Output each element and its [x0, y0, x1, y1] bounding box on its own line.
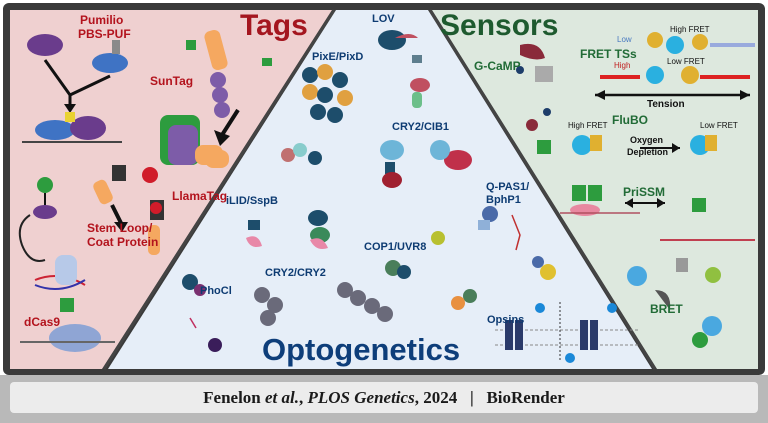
label-coat-protein: Coat Protein [87, 235, 159, 249]
optogenetics-panel [108, 10, 652, 369]
llamatag-illustration [93, 165, 164, 255]
citation-separator: | [469, 388, 474, 407]
stemloop-illustration [18, 177, 86, 290]
label-fret-tss: FRET TSs [580, 47, 637, 61]
flubo-illustration [572, 135, 717, 155]
label-pbs-puf: PBS-PUF [78, 27, 131, 41]
fret-tss-illustration [595, 32, 755, 100]
cry2-cry2-illustration [254, 282, 393, 326]
bret-illustration [627, 258, 722, 348]
label-q-pas1: Q-PAS1/ [486, 181, 530, 193]
cry2-cib1-illustration [380, 140, 472, 188]
lov-illustration [378, 30, 430, 108]
citation-text: Fenelon et al., PLOS Genetics, 2024 | Bi… [203, 388, 565, 407]
label-low-fret-2: Low FRET [700, 121, 738, 130]
label-ilid-sspb: iLID/SspB [226, 195, 278, 207]
label-high: High [614, 61, 631, 70]
phocl-illustration [182, 274, 222, 352]
tags-title: Tags [240, 9, 308, 42]
dcas9-illustration [20, 298, 115, 352]
cop1-uvr8-illustration [385, 231, 477, 310]
label-prissm: PriSSM [623, 185, 666, 199]
label-pixe-pixd: PixE/PixD [312, 51, 364, 63]
label-gcamp: G-CaMP [474, 59, 521, 73]
label-cop1-uvr8: COP1/UVR8 [364, 241, 427, 253]
label-low-fret-1: Low FRET [667, 57, 705, 66]
label-tension: Tension [647, 99, 685, 110]
label-pumilio: Pumilio [80, 13, 124, 27]
pixe-pixd-illustration [281, 64, 353, 165]
label-phocl: PhoCl [200, 285, 232, 297]
prissm-illustration [560, 185, 755, 241]
label-cry2-cib1: CRY2/CIB1 [392, 121, 450, 133]
label-oxygen: Oxygen [630, 135, 664, 145]
q-pas1-illustration [478, 206, 556, 280]
label-lov: LOV [372, 13, 395, 25]
label-stem-loop: Stem Loop/ [87, 221, 153, 235]
ilid-sspb-illustration [246, 210, 330, 249]
label-dcas9: dCas9 [24, 315, 61, 329]
suntag-illustration [160, 29, 272, 168]
label-high-fret-2: High FRET [568, 121, 608, 130]
label-llamatag: LlamaTag [172, 189, 228, 203]
label-opsins: Opsins [487, 314, 525, 326]
citation-credit: BioRender [486, 388, 565, 407]
citation-year: , 2024 [414, 388, 458, 407]
label-suntag: SunTag [150, 74, 194, 88]
citation-journal: PLOS Genetics [307, 388, 415, 407]
pumilio-illustration [22, 34, 128, 143]
citation-etal: et al. [265, 388, 300, 407]
label-bret: BRET [650, 302, 683, 316]
citation-bar: Fenelon et al., PLOS Genetics, 2024 | Bi… [0, 375, 768, 423]
label-high-fret-1: High FRET [670, 25, 710, 34]
opsins-illustration [495, 302, 640, 363]
optogenetics-title: Optogenetics [262, 332, 461, 367]
label-cry2-cry2: CRY2/CRY2 [265, 267, 326, 279]
gcamp-illustration [516, 43, 553, 154]
label-flubo: FluBO [612, 113, 648, 127]
sensors-title: Sensors [440, 9, 559, 42]
label-depletion: Depletion [627, 147, 669, 157]
tags-panel [10, 10, 332, 369]
label-low: Low [617, 35, 632, 44]
label-bphp1: BphP1 [486, 194, 521, 206]
citation-box: Fenelon et al., PLOS Genetics, 2024 | Bi… [10, 382, 758, 413]
citation-authors: Fenelon [203, 388, 261, 407]
